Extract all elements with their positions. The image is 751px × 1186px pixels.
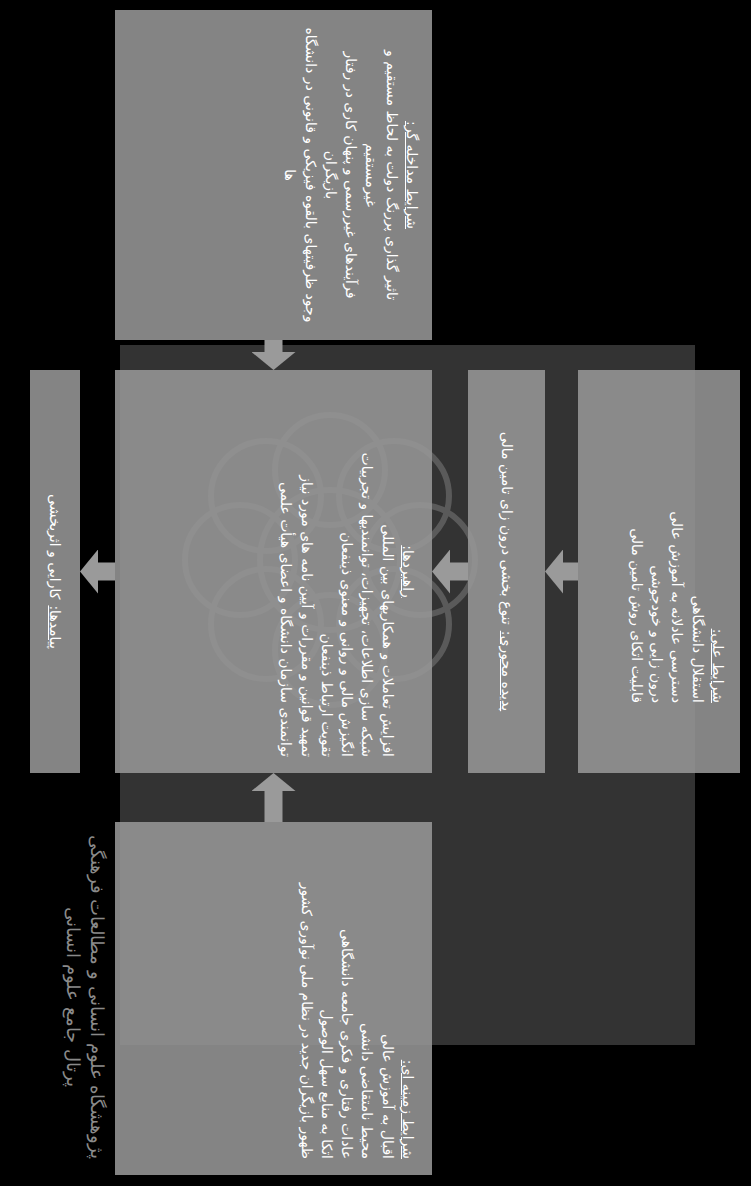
box-heading: پیامدها: [45, 605, 65, 649]
box-heading: شرایط علی: [708, 390, 728, 703]
box-item: تاثیر گذاری پررنگ دولت به لحاظ مستقیم و … [361, 26, 402, 324]
box-heading: پدیده محوری: [496, 631, 516, 711]
box-item: ظهور بازیگران جدید در نظام ملی نوآوری کش… [296, 838, 316, 1159]
box-item: قابلیت اتکای روش تامین مالی [627, 390, 647, 703]
central-phenomenon-box: پدیده محوری: تنوع بخشی درون زای تامین مال… [468, 370, 545, 773]
box-item: فرآیندهای غیررسمی و پنهان کاری در رفتار … [321, 26, 362, 324]
box-heading: شرایط زمینه ای: [398, 838, 418, 1159]
intervening-conditions-box: شرایط مداخله گر:تاثیر گذاری پررنگ دولت ب… [115, 10, 432, 340]
watermark-label: پرتال جامع علوم انسانی [60, 822, 84, 1172]
strategies-box: راهبردها:افزایش تعاملات و همکاریهای بین … [115, 370, 432, 773]
box-item: توانمندی سازمان دانشگاه و اعضای هیأت علم… [276, 386, 296, 757]
watermark-label: پژوهشگاه علوم انسانی و مطالعات فرهنگی [85, 822, 109, 1172]
flow-arrow [265, 791, 283, 822]
causal-conditions-box: شرایط علی:استقلال دانشگاهیدسترسی عادلانه… [578, 370, 740, 773]
box-item: اتکا به منابع سهل الوصول [317, 838, 337, 1159]
box-item: درون زایی و خودجوشی [647, 390, 667, 703]
box-item: محیط نامتقاضی دانشی [357, 838, 377, 1159]
consequences-box: پیامدها: کارایی و اثربخشی [30, 370, 80, 773]
box-item: کارایی و اثربخشی [45, 494, 65, 599]
box-item: دسترسی عادلانه به آموزش عالی [667, 390, 687, 703]
flow-arrow [265, 340, 283, 352]
box-item: تنوع بخشی درون زای تامین مالی [496, 432, 516, 625]
box-item: عادات رفتاری و فکری جامعه دانشگاهی [337, 838, 357, 1159]
box-heading: شرایط مداخله گر: [402, 26, 422, 324]
box-item: استقلال دانشگاهی [687, 390, 707, 703]
box-item: تمهید قوانین و مقررات و آیین نامه های مو… [296, 386, 316, 757]
flow-arrow [563, 563, 578, 581]
box-item: انگیزش مالی و روانی و معنوی ذینفعان [337, 386, 357, 757]
contextual-conditions-box: شرایط زمینه ای:اقبال به آموزش عالیمحیط ن… [115, 822, 432, 1175]
watermark-text: پژوهشگاه علوم انسانی و مطالعات فرهنگیپرت… [60, 822, 109, 1172]
flow-arrow [450, 563, 468, 581]
box-item: اقبال به آموزش عالی [377, 838, 397, 1159]
box-item: وجود ظرفیتهای بالقوه فیزیکی و قانونی در … [280, 26, 321, 324]
flow-arrow [98, 563, 115, 581]
box-item: شبکه سازی اطلاعات، تجهیزات، توانمندیها و… [357, 386, 377, 757]
box-item: افزایش تعاملات و همکاریهای بین المللی [377, 386, 397, 757]
box-heading: راهبردها: [398, 386, 418, 757]
box-item: تقویت ارتباط ذینفعان [317, 386, 337, 757]
